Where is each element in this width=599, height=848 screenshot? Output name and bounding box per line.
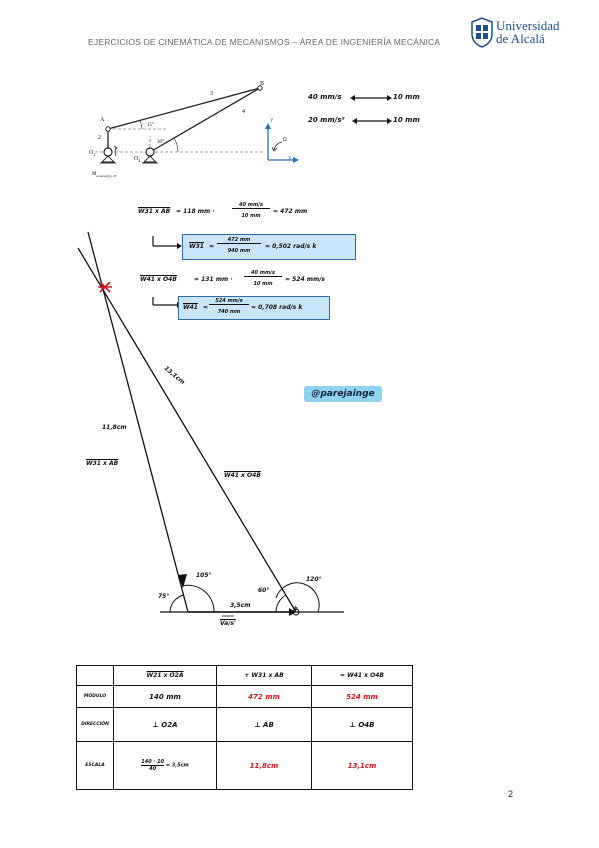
eq2-frac-num: 40 mm/s (244, 270, 282, 277)
cell-modulo-1: 140 mm (113, 685, 217, 708)
table-row: ESCALA 140 · 10 40 = 3,5cm 11,8cm 13,1cm (76, 741, 413, 790)
eq1-mid: = 118 mm · (176, 208, 215, 215)
cell-escala-3: 13,1cm (311, 741, 413, 790)
cell-direccion-2: ⊥ AB (216, 707, 312, 742)
polygon-va-label: Va/s' (220, 620, 236, 627)
box2-num: 524 mm/s (209, 298, 249, 305)
omega4-result-box: W41 = 524 mm/s 740 mm = 0,708 rad/s k (178, 296, 330, 320)
table-header-col3: = W41 x O4B (311, 665, 413, 686)
label-link-4: 4 (242, 109, 245, 115)
row-label-escala: ESCALA (76, 741, 114, 790)
cell-direccion-3: ⊥ O4B (311, 707, 413, 742)
polygon-angle-60: 60° (258, 587, 270, 594)
polygon-point-b: b (294, 606, 298, 612)
scale-acceleration-left: 20 mm/s² (308, 116, 345, 124)
university-logo-text: Universidad de Alcalá (496, 18, 560, 46)
velocity-polygon (77, 231, 344, 617)
axis-y-label: Y (270, 118, 274, 124)
label-angle-30: 30° (157, 140, 164, 145)
box2-den: 740 mm (217, 309, 241, 315)
cell-escala-1: 140 · 10 40 = 3,5cm (113, 741, 217, 790)
box1-result: = 0,502 rad/s k (265, 243, 317, 250)
polygon-length-ab: 11,8cm (102, 424, 127, 431)
axes-icon (265, 123, 299, 163)
eq1-frac-num: 40 mm/s (232, 202, 270, 209)
label-o4: O4 (134, 156, 141, 164)
eq2-vector: W41 x O4B (140, 276, 177, 283)
header-title: EJERCICIOS DE CINEMÁTICA DE MECANISMOS –… (88, 37, 441, 47)
cell-escala-2: 11,8cm (216, 741, 312, 790)
author-tag: @parejainge (304, 386, 382, 402)
label-link-2: 2 (98, 135, 101, 141)
row-label-modulo: MÓDULO (76, 685, 114, 708)
eq1-result: = 472 mm (273, 208, 308, 215)
polygon-vector-ab: W31 x AB (86, 460, 119, 467)
double-arrow-icon (352, 118, 392, 124)
table-header-col1: W21 x O2A (113, 665, 217, 686)
eq1-frac-den: 10 mm (241, 213, 261, 219)
eq2-frac-den: 10 mm (253, 281, 273, 287)
polygon-vector-o4b: W41 x O4B (224, 472, 261, 479)
cell-direccion-1: ⊥ O2A (113, 707, 217, 742)
scale-velocity-left: 40 mm/s (308, 93, 342, 101)
mechanism-diagram (95, 85, 265, 164)
page-number: 2 (508, 789, 514, 799)
table-header-empty (76, 665, 114, 686)
table-row: DIRECCIÓN ⊥ O2A ⊥ AB ⊥ O4B (76, 707, 413, 742)
table-row: MÓDULO 140 mm 472 mm 524 mm (76, 685, 413, 708)
label-o2: O2 (89, 150, 96, 158)
university-crest-icon (471, 17, 493, 48)
row-label-direccion: DIRECCIÓN (76, 707, 114, 742)
box2-lhs: W41 (183, 304, 198, 311)
velocity-table: W21 x O2A + W31 x AB = W41 x O4B MÓDULO … (76, 665, 413, 790)
cell-modulo-3: 524 mm (311, 685, 413, 708)
box1-den: 940 mm (227, 248, 251, 254)
polygon-angle-120: 120° (306, 576, 322, 583)
label-angle-15: 15° (147, 123, 154, 128)
label-point-a: A (100, 117, 105, 123)
eq2-result: = 524 mm/s (285, 276, 325, 283)
cell-modulo-2: 472 mm (216, 685, 312, 708)
eq2-mid: = 131 mm · (194, 276, 233, 283)
double-arrow-icon (350, 95, 392, 101)
label-moment: Mexterior(t)= 67 (92, 172, 117, 178)
label-link-3: 3 (210, 91, 213, 97)
box2-result: = 0,708 rad/s k (251, 304, 303, 311)
polygon-base-length: 3,5cm (230, 602, 251, 609)
scale-acceleration-right: 10 mm (393, 116, 420, 124)
scale-velocity-right: 10 mm (393, 93, 420, 101)
polygon-angle-105: 105° (196, 572, 212, 579)
omega3-result-box: W31 = 472 mm 940 mm = 0,502 rad/s k (182, 234, 356, 260)
result-arrow-icon (152, 236, 182, 249)
box1-lhs: W31 (189, 243, 204, 250)
table-header-col2: + W31 x AB (216, 665, 312, 686)
eq1-vector: W31 x AB (138, 208, 171, 215)
axis-rotation-label: Ω (283, 137, 287, 143)
label-point-b: B (260, 81, 265, 87)
axis-x-label: X (288, 156, 292, 162)
polygon-angle-75: 75° (158, 593, 170, 600)
box1-num: 472 mm (217, 237, 261, 244)
